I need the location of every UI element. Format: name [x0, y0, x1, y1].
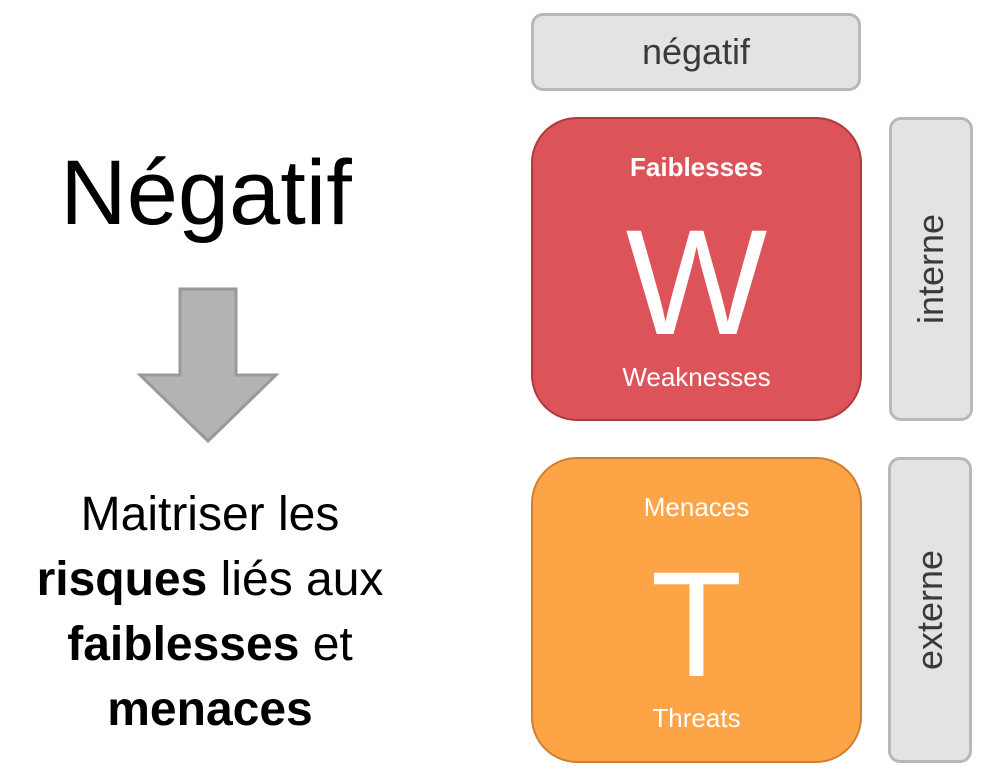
- summary-line-2: risques liés aux: [36, 553, 384, 606]
- quadrant-letter: W: [625, 198, 768, 366]
- row-label-interne: interne: [889, 117, 973, 421]
- emphasis-menaces: menaces: [107, 683, 313, 736]
- quadrant-weaknesses: Faiblesses W Weaknesses: [531, 117, 862, 421]
- emphasis-faiblesses: faiblesses: [67, 618, 300, 671]
- quadrant-title: Menaces: [643, 492, 750, 522]
- quadrant-title: Faiblesses: [630, 152, 763, 182]
- down-arrow-icon: [137, 287, 279, 444]
- quadrant-subtitle: Weaknesses: [622, 362, 771, 392]
- row-label-externe: externe: [888, 457, 972, 763]
- summary-line-4: menaces: [0, 677, 420, 742]
- summary-text: Maitriser les risques liés aux faiblesse…: [0, 482, 420, 742]
- emphasis-risques: risques: [36, 553, 208, 606]
- quadrant-letter: T: [650, 540, 743, 708]
- summary-line-3: faiblesses et: [67, 618, 353, 671]
- column-header-negatif: négatif: [531, 13, 861, 91]
- page-heading: Négatif: [60, 142, 352, 244]
- quadrant-subtitle: Threats: [652, 703, 741, 733]
- summary-line-1: Maitriser les: [80, 488, 340, 541]
- quadrant-threats: Menaces T Threats: [531, 457, 862, 763]
